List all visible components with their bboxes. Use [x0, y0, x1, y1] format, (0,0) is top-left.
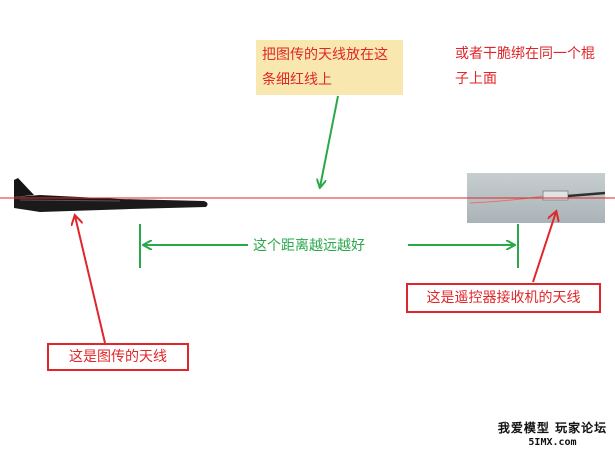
vtx-label-arrow	[75, 216, 106, 344]
receiver-antenna-callout: 这是遥控器接收机的天线	[406, 283, 601, 313]
vtx-antenna-callout: 这是图传的天线	[47, 343, 189, 371]
placement-arrow	[320, 95, 339, 187]
vtx-antenna-icon	[14, 178, 208, 212]
distance-dimension	[139, 224, 519, 268]
receiver-antenna-icon	[469, 190, 606, 204]
vtx-antenna-label: 这是图传的天线	[69, 349, 167, 365]
receiver-antenna-label: 这是遥控器接收机的天线	[426, 290, 581, 306]
placement-note: 把图传的天线放在这条细红线上	[256, 40, 403, 95]
watermark-text: 我爱模型 玩家论坛	[497, 421, 608, 435]
watermark-site: 5IMX.com	[528, 437, 577, 448]
watermark: 我爱模型 玩家论坛 5IMX.com	[495, 420, 610, 450]
tie-note: 或者干脆绑在同一个棍子上面	[455, 46, 595, 87]
distance-note: 这个距离越远越好	[253, 238, 365, 254]
receiver-label-arrow	[532, 212, 556, 283]
